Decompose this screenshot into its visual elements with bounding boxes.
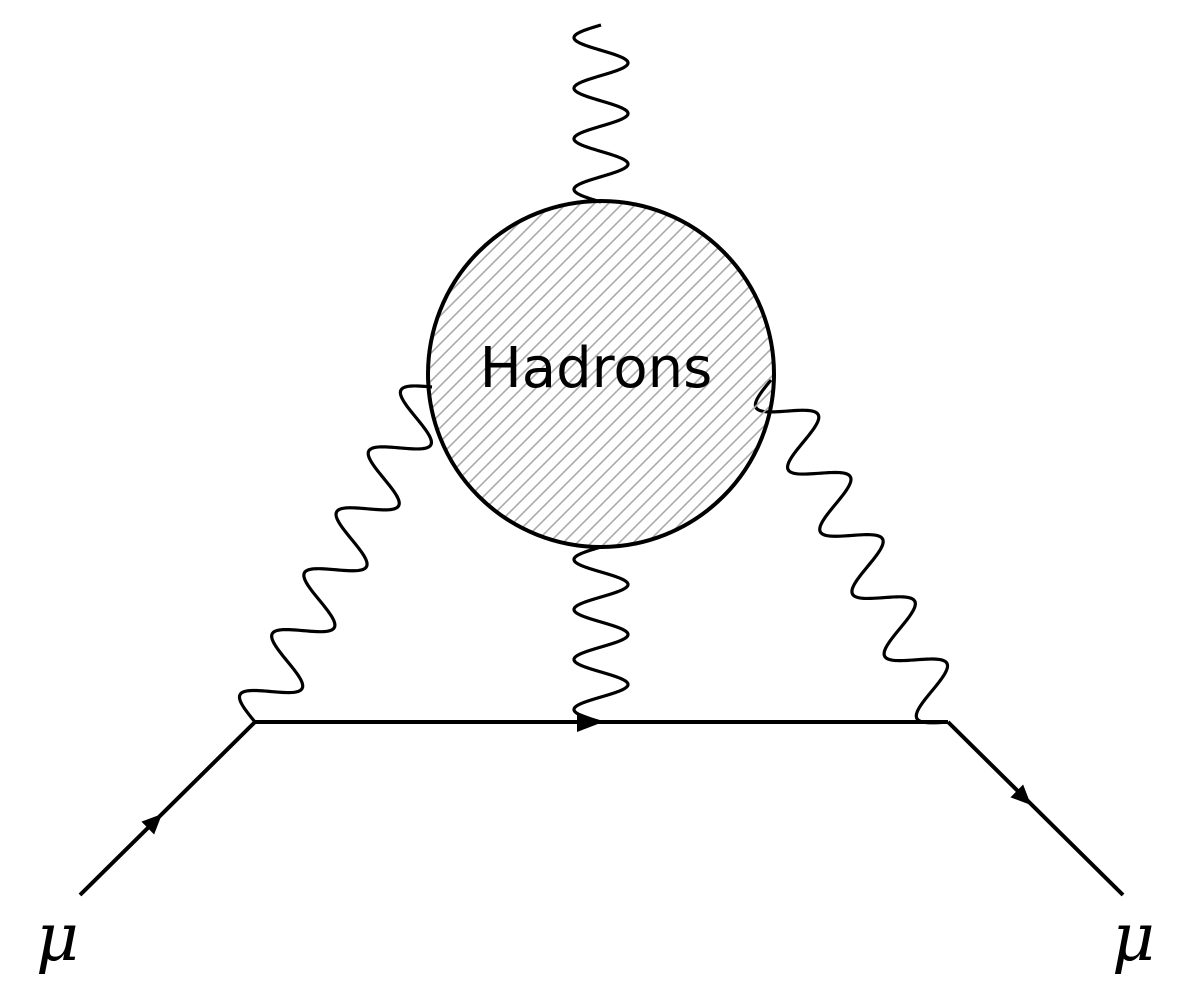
hadron-blob-label: Hadrons xyxy=(480,336,713,401)
muon-label-outgoing: μ xyxy=(1112,899,1155,976)
hadron-blob xyxy=(426,199,776,549)
photon-line-middle xyxy=(572,545,630,724)
arrow-incoming-icon xyxy=(141,814,162,835)
photon-line-right xyxy=(753,378,950,725)
muon-line-outgoing xyxy=(946,720,1125,897)
arrow-internal-icon xyxy=(577,712,603,732)
arrow-outgoing-icon xyxy=(1010,784,1031,805)
muon-line-incoming xyxy=(78,720,257,897)
photon-line-left xyxy=(237,384,434,724)
muon-label-incoming: μ xyxy=(36,899,79,976)
photon-line-external xyxy=(572,23,630,204)
